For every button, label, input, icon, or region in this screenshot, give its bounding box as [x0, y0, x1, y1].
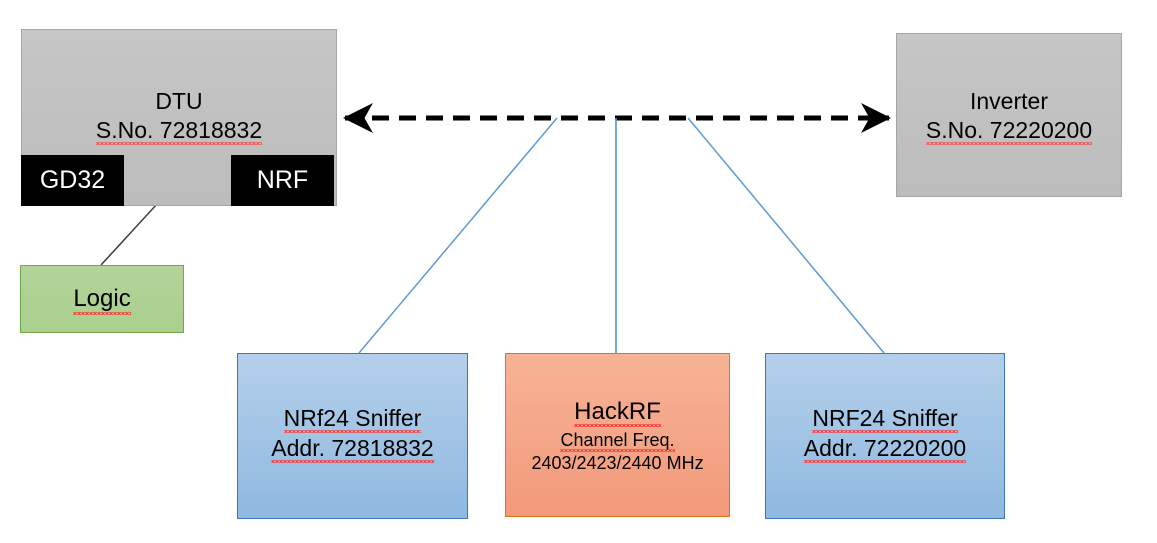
- sniffer-inverter-addr: Addr. 72220200: [804, 435, 966, 462]
- sniffer-inverter-addr-text: Addr. 72220200: [803, 435, 967, 462]
- dtu-serial: S.No. 72818832: [96, 117, 262, 144]
- dtu-title: DTU: [155, 88, 203, 114]
- sniffer-dtu-addr: Addr. 72818832: [271, 435, 433, 462]
- hackrf-title-text: HackRF: [574, 398, 661, 425]
- hackrf-frequencies: 2403/2423/2440 MHz: [531, 452, 704, 473]
- inverter-title: Inverter: [970, 88, 1048, 114]
- logic-label: Logic: [73, 284, 132, 316]
- inverter-serial-text: S.No. 72220200: [925, 117, 1093, 144]
- node-inverter[interactable]: Inverter S.No. 72220200: [896, 33, 1122, 197]
- sniffer2-tap: [687, 117, 885, 354]
- node-sniffer-dtu[interactable]: NRf24 Sniffer Addr. 72818832: [237, 353, 468, 519]
- hackrf-title: HackRF: [574, 398, 661, 426]
- sniffer-inverter-title-text: NRF24 Sniffer: [812, 405, 958, 431]
- hackrf-channel-label-text: Channel Freq.: [560, 430, 675, 451]
- sniffer-dtu-title-text: NRf24 Sniffer: [283, 405, 422, 431]
- sniffer-inverter-title: NRF24 Sniffer: [812, 405, 957, 432]
- sniffer-dtu-addr-text: Addr. 72818832: [271, 435, 434, 462]
- nrf-label: NRF: [256, 165, 309, 194]
- node-gd32[interactable]: GD32: [21, 155, 124, 206]
- node-sniffer-inverter[interactable]: NRF24 Sniffer Addr. 72220200: [765, 353, 1005, 519]
- dtu-serial-text: S.No. 72818832: [95, 117, 263, 144]
- sniffer-dtu-title: NRf24 Sniffer: [284, 405, 422, 432]
- inverter-serial: S.No. 72220200: [926, 117, 1092, 144]
- node-nrf[interactable]: NRF: [231, 155, 334, 206]
- node-hackrf[interactable]: HackRF Channel Freq. 2403/2423/2440 MHz: [505, 353, 730, 517]
- sniffer1-tap: [358, 117, 558, 354]
- hackrf-channel-label: Channel Freq.: [560, 430, 674, 451]
- gd32-label: GD32: [39, 165, 106, 194]
- node-logic[interactable]: Logic: [20, 265, 184, 333]
